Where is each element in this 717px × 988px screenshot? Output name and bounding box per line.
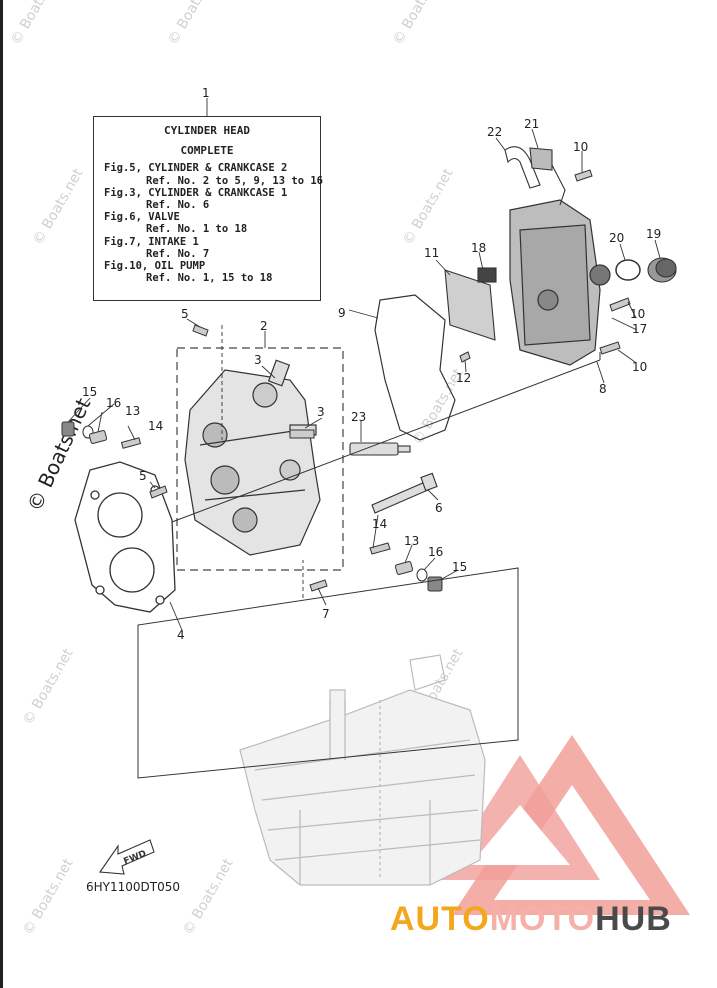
label-15: 15: [82, 385, 97, 399]
label-6: 6: [435, 501, 443, 515]
label-19: 19: [646, 227, 661, 241]
label-21: 21: [524, 117, 539, 131]
callout-title: CYLINDER HEAD: [163, 124, 251, 137]
label-10: 10: [573, 140, 588, 154]
cover-gasket: [374, 294, 456, 441]
label-3: 3: [254, 353, 262, 367]
label-23: 23: [351, 410, 366, 424]
fwd-arrow-icon: FWD: [99, 839, 155, 875]
crankcase-sketch: [239, 654, 486, 886]
label-10b: 10: [630, 307, 645, 321]
oil-filler-cap: [647, 257, 677, 283]
brand-part-3: HUB: [595, 900, 672, 938]
callout-line: Ref. No. 1 to 18: [146, 223, 248, 236]
label-5: 5: [181, 307, 189, 321]
cylinder-head-cover: [509, 199, 611, 366]
brand-part-1: AUTO: [390, 900, 490, 938]
label-8: 8: [599, 382, 607, 396]
callout-line: Fig.5, CYLINDER & CRANKCASE 2: [104, 162, 288, 175]
label-16: 16: [106, 396, 121, 410]
label-20: 20: [609, 231, 624, 245]
hose-clip: [504, 146, 541, 189]
callout-line: Fig.7, INTAKE 1: [104, 235, 199, 248]
label-12: 12: [456, 371, 471, 385]
label-3b: 3: [317, 405, 325, 419]
label-17: 17: [632, 322, 647, 336]
diagram-code: 6HY1100DT050: [86, 880, 181, 894]
label-16b: 16: [428, 545, 443, 559]
bolts: [149, 169, 631, 592]
callout-line: Ref. No. 1, 15 to 18: [146, 272, 273, 285]
label-14b: 14: [372, 517, 387, 531]
label-4: 4: [177, 628, 185, 642]
bracket: [529, 147, 566, 206]
label-13b: 13: [404, 534, 419, 548]
reference-callout: CYLINDER HEAD COMPLETE Fig.5, CYLINDER &…: [93, 116, 324, 301]
o-ring: [615, 259, 641, 281]
part-labels: 1 2 3 3 4 5 5 6 7 8 9 10 10 10 11 12 13 …: [82, 86, 661, 642]
label-1: 1: [202, 86, 210, 100]
assembly-box: [176, 347, 344, 571]
callout-line: Fig.6, VALVE: [104, 211, 180, 224]
callout-line: Ref. No. 2 to 5, 9, 13 to 16: [146, 174, 324, 187]
label-11: 11: [424, 246, 439, 260]
leader-lines: [67, 98, 661, 631]
label-15b: 15: [452, 560, 467, 574]
brand-logo-triangle: [440, 735, 690, 915]
callout-line: Ref. No. 6: [146, 199, 210, 212]
label-2: 2: [260, 319, 268, 333]
callout-subtitle: COMPLETE: [180, 144, 234, 158]
left-border: [0, 0, 3, 988]
brand-part-2: MOTO: [489, 900, 596, 938]
callout-line: Fig.10, OIL PUMP: [104, 260, 206, 273]
label-18: 18: [471, 241, 486, 255]
label-13: 13: [125, 404, 140, 418]
leader-frame: [137, 352, 601, 779]
spark-plug: [349, 442, 411, 456]
label-10c: 10: [632, 360, 647, 374]
label-9: 9: [338, 306, 346, 320]
long-bolt: [371, 472, 438, 514]
head-gasket: [74, 461, 176, 613]
callout-line: Fig.3, CYLINDER & CRANKCASE 1: [104, 186, 288, 199]
breather-plate: [444, 267, 497, 341]
label-14: 14: [148, 419, 163, 433]
callout-line: Ref. No. 7: [146, 247, 210, 260]
brand-wordmark: AUTOMOTOHUB: [390, 900, 672, 939]
label-7: 7: [322, 607, 330, 621]
cylinder-head: [184, 359, 321, 556]
label-22: 22: [487, 125, 502, 139]
label-5b: 5: [139, 469, 147, 483]
